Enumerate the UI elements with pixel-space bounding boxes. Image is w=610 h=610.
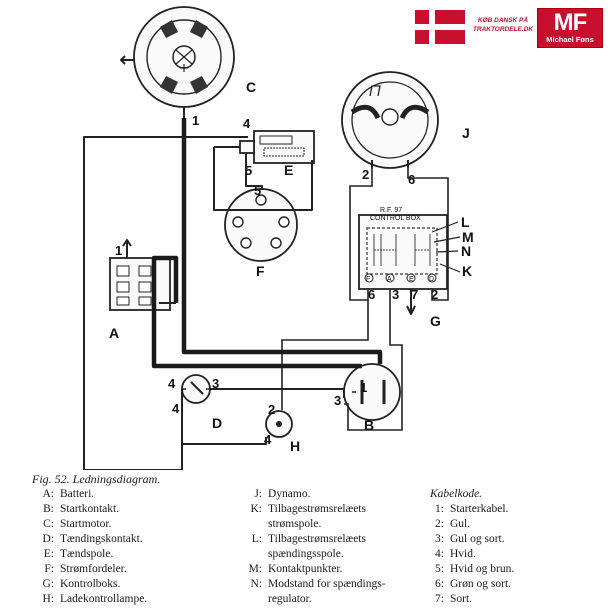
wire-label-g3: 3: [392, 287, 399, 302]
starter-switch: [343, 363, 401, 421]
wire-label-a1: 1: [115, 243, 122, 258]
legend-row-cont: strømspole.: [268, 518, 322, 530]
wiring-diagram: C 1 4 5 E 5 F J 2 6: [83, 6, 474, 470]
wire-coil-4: [213, 146, 313, 211]
label-G: G: [430, 313, 441, 329]
wire-label-h4: 4: [264, 432, 272, 447]
wire-label-f5: 5: [254, 183, 261, 198]
wire-label-b1: 1: [360, 380, 367, 395]
wire-label-c1: 1: [192, 113, 199, 128]
battery-cable: [151, 255, 362, 369]
label-J: J: [462, 125, 470, 141]
legend-row: G:Kontrolboks.: [42, 578, 121, 590]
wire-label-e4: 4: [243, 116, 251, 131]
legend-row: M:Kontaktpunkter.: [248, 563, 343, 575]
wire-d4-lamp: [181, 410, 267, 445]
legend-row: H:Ladekontrollampe.: [42, 593, 148, 605]
mf-logo-text: MF: [553, 9, 588, 36]
label-D: D: [212, 415, 222, 431]
wire-cb-7-ground: [406, 289, 416, 315]
cable-code-title: Kabelkode.: [430, 488, 483, 500]
legend-row: F:Strømfordeler.: [44, 563, 127, 575]
wire-dynamo-2: [349, 168, 373, 301]
wire-label-j6: 6: [408, 172, 415, 187]
wire-outer-left: [83, 136, 184, 470]
starter-motor: [120, 6, 235, 118]
control-box-title-2: CONTROL BOX: [370, 215, 421, 222]
legend-row: A:Batteri.: [42, 488, 95, 500]
legend-row: E:Tændspole.: [43, 548, 114, 560]
legend-cable-code: Kabelkode. 1:Starterkabel. 2:Gul. 3:Gul …: [430, 487, 600, 607]
battery: [109, 239, 176, 311]
wire-label-d4b: 4: [172, 401, 180, 416]
label-H: H: [290, 438, 300, 454]
label-L: L: [461, 214, 470, 230]
wire-cb-6: [281, 300, 369, 410]
brand-logo[interactable]: KØB DANSK PÅ TRAKTORDELE.DK MF Michael F…: [415, 8, 605, 48]
legend-row-cont: spændingsspole.: [268, 548, 344, 560]
legend-row: 2:Gul.: [435, 518, 471, 530]
wire-label-d4a: 4: [168, 376, 176, 391]
wire-label-g6: 6: [368, 287, 375, 302]
legend-components-1: A:Batteri. B:Startkontakt. C:Startmotor.…: [32, 487, 232, 607]
danish-flag-icon: [415, 10, 465, 44]
wire-label-h2: 2: [268, 402, 275, 417]
mf-owner-name: Michael Føns: [546, 35, 594, 44]
mf-logo-box: MF Michael Føns: [537, 8, 603, 48]
ignition-switch: [181, 374, 211, 404]
terminal-F: F: [366, 276, 370, 283]
wire-label-b3: 3: [334, 393, 341, 408]
legend-row: J:Dynamo.: [254, 488, 311, 500]
wire-cb-3: [344, 289, 403, 431]
wire-dynamo-6: [407, 168, 449, 301]
legend-row: 5:Hvid og brun.: [435, 563, 515, 575]
legend-row: D:Tændingskontakt.: [42, 533, 143, 545]
legend-row-cont: regulator.: [268, 593, 312, 605]
legend-row: 6:Grøn og sort.: [435, 578, 512, 590]
label-C: C: [246, 79, 256, 95]
legend-row: 3:Gul og sort.: [435, 533, 505, 545]
label-M: M: [462, 229, 474, 245]
legend-row: 4:Hvid.: [435, 548, 476, 560]
legend-row: B:Startkontakt.: [43, 503, 120, 515]
distributor: [224, 188, 298, 262]
terminal-A: A: [387, 276, 392, 283]
terminal-D: D: [429, 276, 434, 283]
wire-label-g7: 7: [411, 287, 418, 302]
shop-slogan: KØB DANSK PÅ TRAKTORDELE.DK: [472, 17, 534, 33]
label-A: A: [109, 325, 119, 341]
ignition-coil: [239, 130, 315, 164]
dynamo: [341, 71, 439, 169]
label-E: E: [284, 162, 293, 178]
label-F: F: [256, 263, 265, 279]
legend-row: N:Modstand for spændings-: [250, 578, 386, 590]
legend-row: C:Startmotor.: [43, 518, 112, 530]
charging-lamp: [265, 410, 293, 438]
wire-label-j2: 2: [362, 167, 369, 182]
legend-row: L:Tilbagestrømsrelæets: [251, 533, 366, 545]
legend-row: 7:Sort.: [435, 593, 473, 605]
wire-coil-distributor: [245, 153, 263, 190]
figure-caption: Fig. 52. Ledningsdiagram.: [32, 472, 161, 486]
wire-label-g2: 2: [431, 287, 438, 302]
legend-row: 1:Starterkabel.: [435, 503, 509, 515]
legend-row: K:Tilbagestrømsrelæets: [250, 503, 366, 515]
wire-d3: [210, 388, 345, 398]
wire-label-d3: 3: [212, 376, 219, 391]
terminal-E: E: [409, 276, 414, 283]
legend-components-2: J:Dynamo. K:Tilbagestrømsrelæets strømsp…: [240, 487, 420, 607]
label-N: N: [461, 243, 471, 259]
control-box-title-1: R.F. 97: [380, 207, 402, 214]
wire-label-e5: 5: [245, 163, 252, 178]
label-K: K: [462, 263, 472, 279]
label-B: B: [364, 417, 374, 433]
